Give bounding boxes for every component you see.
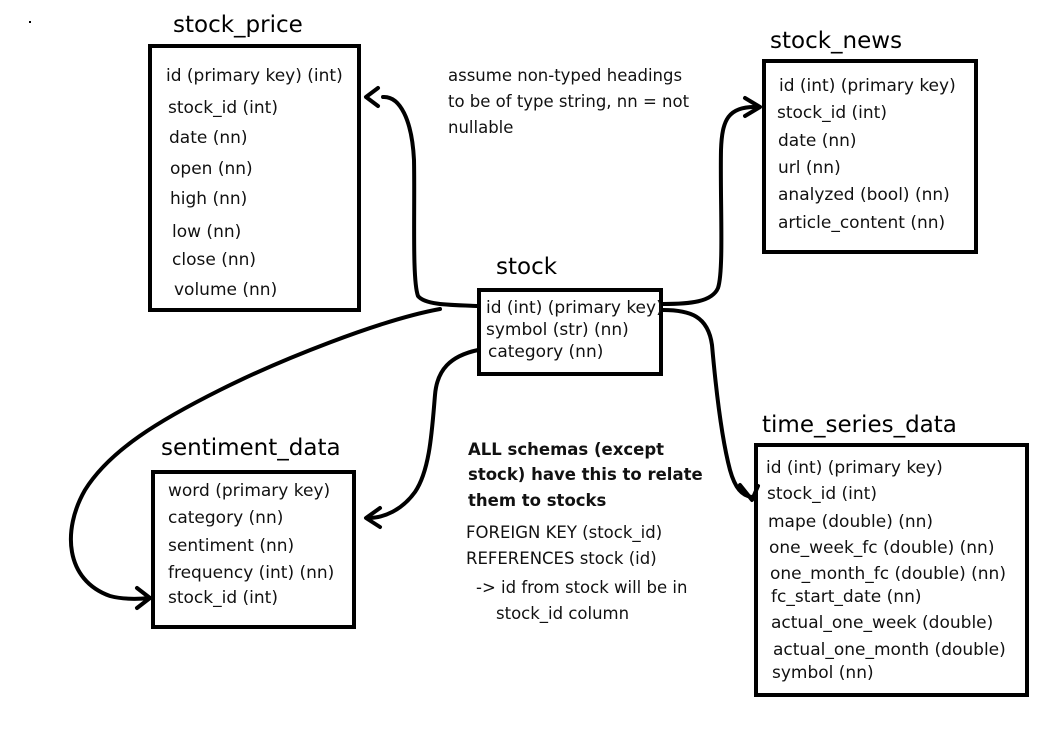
link-stock-to-stock-price [381, 95, 480, 308]
stock-price-field: open (nn) [170, 159, 253, 179]
stock-field: symbol (str) (nn) [486, 320, 629, 340]
time-series-data-field: stock_id (int) [767, 484, 877, 504]
stock-price-field: stock_id (int) [168, 98, 278, 118]
time-series-data-field: symbol (nn) [772, 663, 874, 683]
stock-news-field: url (nn) [778, 158, 841, 178]
link-stock-to-stock-news [661, 104, 759, 306]
time-series-data-title: time_series_data [762, 412, 957, 438]
stock-price-field: high (nn) [170, 189, 248, 209]
arrowhead-sentiment-category [364, 506, 382, 529]
stock-price-table [148, 44, 361, 312]
stock-news-field: analyzed (bool) (nn) [778, 185, 950, 205]
link-stock-to-sentiment-category [366, 348, 480, 520]
stock-news-table [762, 59, 978, 254]
time-series-data-field: one_week_fc (double) (nn) [769, 538, 995, 558]
foreign-key-note-line: -> id from stock will be in [476, 578, 688, 597]
types-note-line: nullable [448, 118, 514, 137]
stock-field: category (nn) [488, 342, 604, 362]
sentiment-data-title: sentiment_data [161, 435, 341, 461]
relations-note-line: ALL schemas (except [468, 440, 665, 459]
time-series-data-field: id (int) (primary key) [766, 458, 943, 478]
time-series-data-field: fc_start_date (nn) [771, 587, 922, 607]
foreign-key-note-line: FOREIGN KEY (stock_id) [466, 523, 663, 542]
arrowhead-stock-news [743, 96, 762, 118]
time-series-data-field: actual_one_week (double) [771, 613, 994, 633]
stock-news-field: id (int) (primary key) [779, 76, 956, 96]
stock-news-field: stock_id (int) [777, 103, 887, 123]
time-series-data-table [754, 443, 1029, 697]
stray-dot [29, 21, 31, 23]
stock-field: id (int) (primary key) [486, 298, 663, 318]
arrowhead-stock-price [364, 86, 380, 108]
stock-news-title: stock_news [770, 28, 903, 54]
stock-news-field: article_content (nn) [778, 213, 946, 233]
stock-price-title: stock_price [173, 12, 303, 38]
sentiment-data-field: frequency (int) (nn) [168, 563, 335, 583]
sentiment-data-table [151, 470, 356, 629]
foreign-key-note-line: stock_id column [496, 604, 630, 623]
stock-table [477, 288, 663, 376]
arrowhead-sentiment-id [135, 586, 152, 610]
sentiment-data-field: word (primary key) [168, 481, 331, 501]
stock-price-field: date (nn) [169, 128, 248, 148]
relations-note-line: stock) have this to relate [468, 465, 703, 484]
link-stock-to-sentiment-id [68, 307, 442, 601]
types-note-line: assume non-typed headings [448, 66, 683, 85]
stock-news-field: date (nn) [778, 131, 857, 151]
stock-title: stock [496, 254, 558, 280]
stock-price-field: id (primary key) (int) [166, 66, 343, 86]
time-series-data-field: one_month_fc (double) (nn) [770, 564, 1006, 584]
types-note-line: to be of type string, nn = not [448, 92, 690, 111]
relations-note-line: them to stocks [468, 491, 607, 510]
foreign-key-note-line: REFERENCES stock (id) [466, 549, 657, 568]
time-series-data-field: mape (double) (nn) [768, 512, 934, 532]
sentiment-data-field: stock_id (int) [168, 588, 278, 608]
stock-price-field: volume (nn) [174, 280, 278, 300]
time-series-data-field: actual_one_month (double) [773, 640, 1006, 660]
sentiment-data-field: sentiment (nn) [168, 536, 295, 556]
link-stock-to-time-series [661, 308, 754, 499]
sentiment-data-field: category (nn) [168, 508, 284, 528]
stock-price-field: low (nn) [172, 222, 242, 242]
stock-price-field: close (nn) [172, 250, 257, 270]
